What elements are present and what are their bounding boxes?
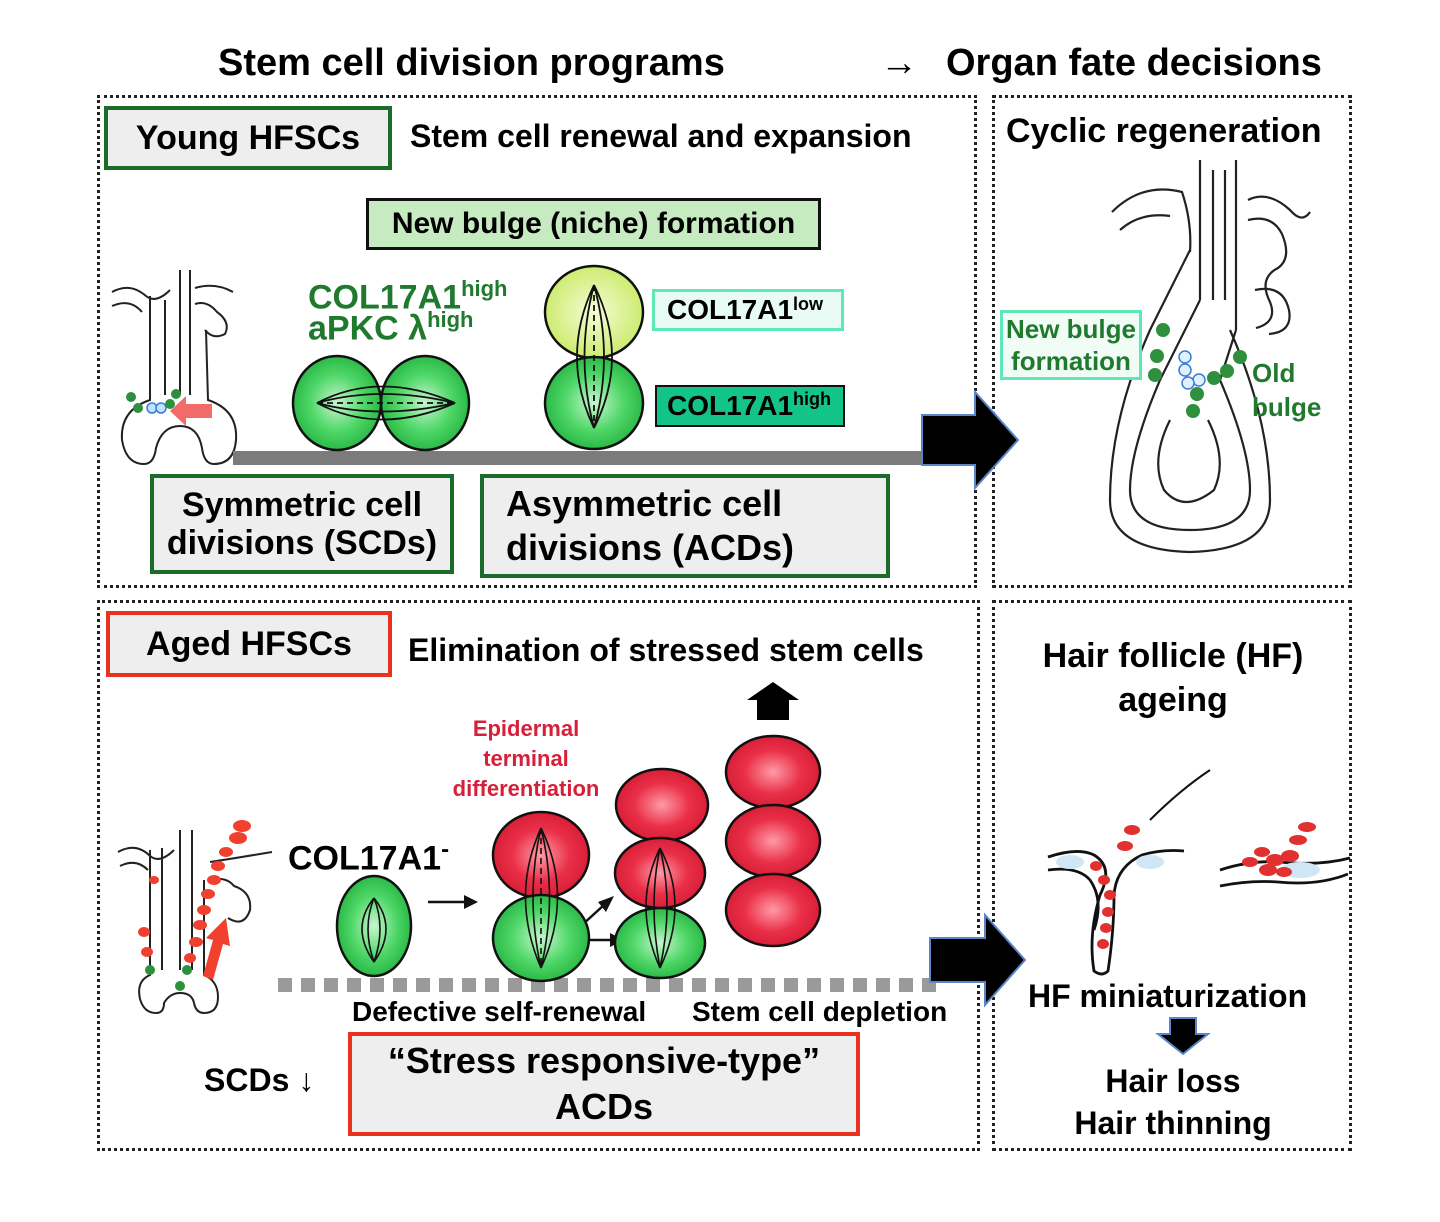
header-left: Stem cell division programs xyxy=(218,42,725,84)
col17-high-label: COL17A1high xyxy=(308,276,508,317)
header-arrow: → xyxy=(880,42,918,84)
depletion-label: Stem cell depletion xyxy=(692,996,948,1027)
aged-stack xyxy=(613,767,710,980)
acd-box: Asymmetric cell divisions (ACDs) xyxy=(480,474,890,578)
young-big-arrow xyxy=(921,389,1020,491)
header-right: Organ fate decisions xyxy=(946,42,1322,84)
scd-box: Symmetric cell divisions (SCDs) xyxy=(150,474,454,574)
ageing-panel xyxy=(992,600,1352,1151)
aged-hfsc-tag: Aged HFSCs xyxy=(106,611,392,677)
aged-subtitle: Elimination of stressed stem cells xyxy=(408,632,924,668)
apkc-label: aPKC λhigh xyxy=(308,307,474,348)
hair-loss-label: Hair loss Hair thinning xyxy=(1074,1063,1272,1141)
cyclic-follicle-cells xyxy=(1148,323,1247,418)
col17-neg-label: COL17A1- xyxy=(288,836,450,878)
aged-arrow-red xyxy=(203,918,230,980)
old-bulge-label: Old bulge xyxy=(1252,358,1322,422)
elimination-arrow-up xyxy=(747,682,799,720)
aged-big-arrow xyxy=(929,912,1027,1008)
cyclic-panel xyxy=(992,95,1352,588)
scd-cells xyxy=(291,354,471,452)
defective-label: Defective self-renewal xyxy=(352,996,647,1027)
aged-depleted-stack xyxy=(724,682,822,948)
young-arrow-red xyxy=(170,396,212,426)
young-hfsc-tag: Young HFSCs xyxy=(104,106,392,170)
epidermal-label: Epidermal terminal differentiation xyxy=(452,716,600,801)
new-bulge-formation-box: New bulge formation xyxy=(1000,310,1142,380)
cyclic-title: Cyclic regeneration xyxy=(1006,112,1322,150)
scds-down-label: SCDs ↓ xyxy=(204,1062,315,1098)
young-follicle-cells xyxy=(126,389,212,426)
ageing-title: Hair follicle (HF) ageing xyxy=(1042,637,1304,719)
ageing-arrow-down xyxy=(1155,1017,1211,1056)
young-baseline xyxy=(233,451,933,465)
aged-follicle-sketch xyxy=(117,830,273,1015)
ageing-follicle-cells xyxy=(1056,822,1320,949)
aged-follicle-cells xyxy=(138,820,251,991)
young-panel xyxy=(97,95,977,588)
aged-acd-pair xyxy=(491,810,591,983)
cyclic-follicle xyxy=(1108,160,1311,554)
acd-cells xyxy=(543,264,645,451)
young-subtitle: Stem cell renewal and expansion xyxy=(410,118,912,154)
new-bulge-box: New bulge (niche) formation xyxy=(366,198,821,250)
miniaturization-label: HF miniaturization xyxy=(1028,978,1308,1014)
aged-panel xyxy=(97,600,980,1151)
young-follicle-sketch xyxy=(111,270,238,466)
aged-cell-single xyxy=(335,874,413,978)
stress-acd-box: “Stress responsive-type” ACDs xyxy=(348,1032,860,1136)
